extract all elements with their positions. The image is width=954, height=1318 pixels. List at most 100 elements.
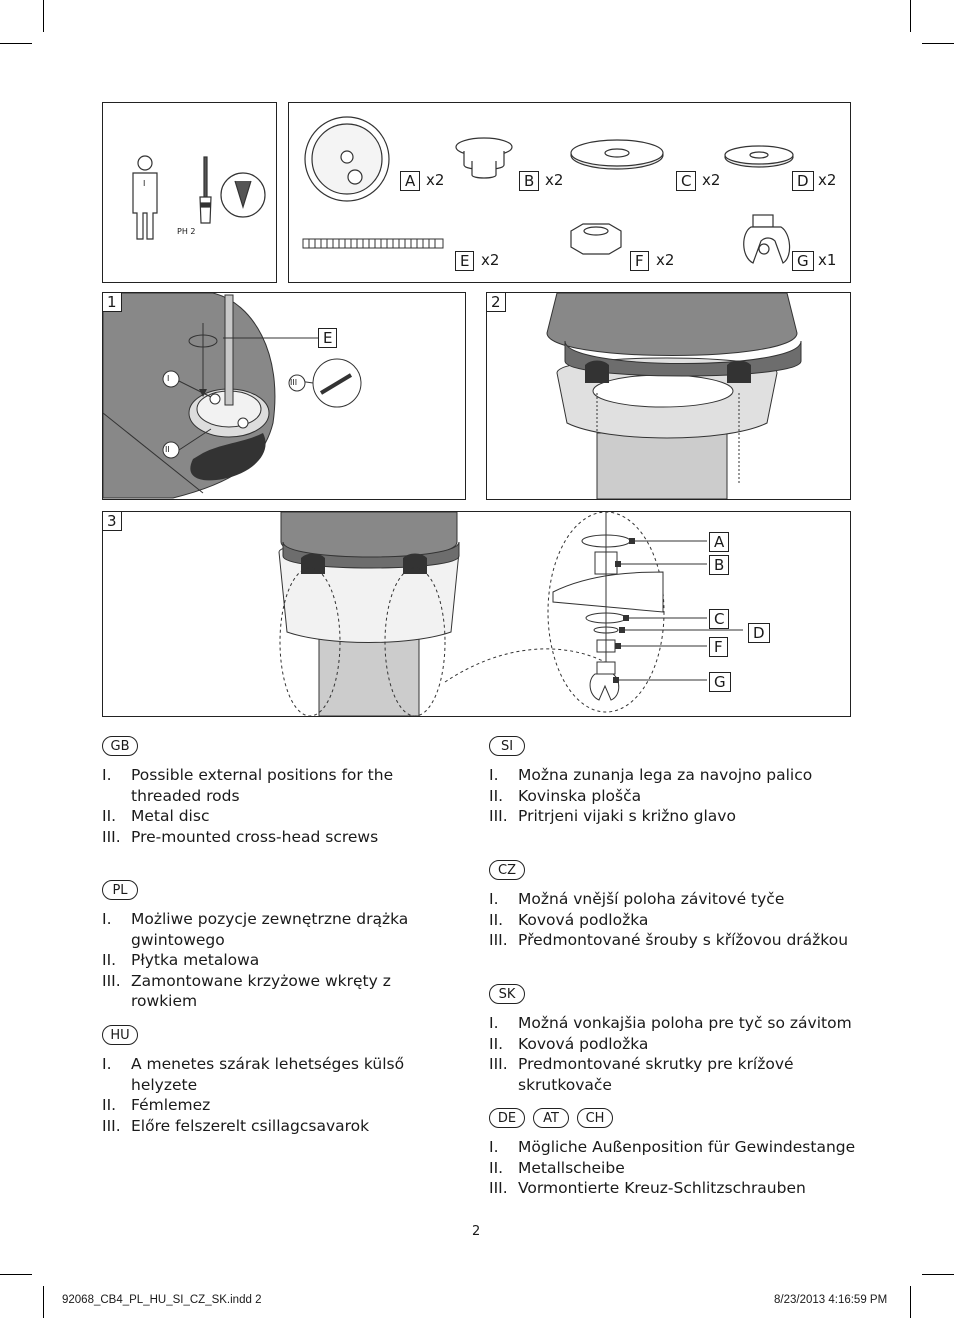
crop-mark xyxy=(43,1286,44,1318)
part-d-image xyxy=(724,145,794,168)
lang-badge: SI xyxy=(489,736,525,756)
tools-panel: I PH 2 xyxy=(102,102,277,283)
step-1-illustration xyxy=(103,293,362,499)
part-e-image xyxy=(302,238,444,249)
crop-mark xyxy=(922,1274,954,1275)
step-3-callout-c: C xyxy=(709,609,730,629)
step-3-callout-d: D xyxy=(748,623,770,643)
screwdriver-icon xyxy=(199,156,212,224)
lang-badges-gb: GB xyxy=(102,736,138,756)
step-2-illustration xyxy=(546,293,802,499)
step-3-callout-b: B xyxy=(709,555,730,575)
part-a-qty: x2 xyxy=(426,171,445,189)
lang-badge: PL xyxy=(102,880,138,900)
lang-badges-pl: PL xyxy=(102,880,138,900)
parts-illustration xyxy=(302,116,794,264)
list-item: I.Possible external positions for the th… xyxy=(102,766,394,805)
crop-mark xyxy=(0,1274,32,1275)
list-item: II.Kovová podložka xyxy=(489,910,649,929)
step-3-callout-a: A xyxy=(709,532,730,552)
list-item: II.Płytka metalowa xyxy=(102,951,260,969)
part-b-qty: x2 xyxy=(545,171,564,189)
page-number: 2 xyxy=(472,1224,481,1239)
screwdriver-tip-detail xyxy=(220,172,266,218)
part-c-label: C xyxy=(676,171,697,191)
list-item: III.Zamontowane krzyżowe wkręty z rowkie… xyxy=(102,971,391,1011)
list-item: I.Možna zunanja lega za navojno palico xyxy=(489,766,813,784)
lang-badge: HU xyxy=(102,1025,138,1045)
list-item: II.Kovinska plošča xyxy=(489,786,642,805)
lang-badges-cz: CZ xyxy=(489,860,525,880)
part-f-image xyxy=(570,223,622,255)
lang-badge: CH xyxy=(577,1108,613,1128)
screwdriver-label: PH 2 xyxy=(177,227,196,236)
part-b-image xyxy=(455,137,513,179)
step-3-callout-g: G xyxy=(709,672,731,692)
footer-file-name: 92068_CB4_PL_HU_SI_CZ_SK.indd 2 xyxy=(62,1294,262,1306)
list-item: I.Mögliche Außenposition für Gewindestan… xyxy=(489,1138,856,1156)
part-g-label: G xyxy=(792,251,814,271)
step-1-number: 1 xyxy=(103,293,122,312)
part-c-qty: x2 xyxy=(702,171,721,189)
crop-mark xyxy=(922,43,954,44)
crop-mark xyxy=(43,0,44,32)
person-icon xyxy=(132,155,158,240)
part-c-image xyxy=(570,139,664,170)
list-item: II.Metal disc xyxy=(102,807,210,825)
crop-mark xyxy=(910,1286,911,1318)
legend-list-hu: I.A menetes szárak lehetséges külső hely… xyxy=(102,1054,452,1136)
step-3-illustration xyxy=(278,512,743,716)
crop-mark xyxy=(0,43,32,44)
step-1-callout-e: E xyxy=(318,328,338,348)
part-g-image xyxy=(743,214,791,264)
list-item: III.Vormontierte Kreuz-Schlitzschrauben xyxy=(489,1179,806,1197)
legend-list-pl: I.Możliwe pozycje zewnętrzne drążka gwin… xyxy=(102,909,452,1012)
lang-badge: SK xyxy=(489,984,525,1004)
lang-badges-de-at-ch: DE AT CH xyxy=(489,1108,613,1128)
footer-timestamp: 8/23/2013 4:16:59 PM xyxy=(774,1294,888,1306)
list-item: II.Fémlemez xyxy=(102,1096,211,1114)
crop-mark xyxy=(910,0,911,32)
list-item: I.Możliwe pozycje zewnętrzne drążka gwin… xyxy=(102,910,409,949)
step-1-marker-i: I xyxy=(167,374,170,383)
list-item: I.Možná vonkajšia poloha pre tyč so závi… xyxy=(489,1014,852,1032)
list-item: I.Možná vnější poloha závitové tyče xyxy=(489,890,785,908)
person-label: I xyxy=(143,179,146,188)
step-2-number: 2 xyxy=(487,293,506,312)
part-e-label: E xyxy=(455,251,475,271)
lang-badges-hu: HU xyxy=(102,1025,138,1045)
list-item: III.Predmontované skrutky pre krížové sk… xyxy=(489,1055,794,1094)
lang-badges-si: SI xyxy=(489,736,525,756)
tools-illustration xyxy=(132,155,266,240)
step-1-marker-iii: III xyxy=(290,378,298,387)
lang-badge: CZ xyxy=(489,860,525,880)
parts-panel: A x2 B x2 C x2 D x2 E x2 F x2 G x1 xyxy=(288,102,851,283)
list-item: III.Pre-mounted cross-head screws xyxy=(102,827,379,846)
step-1-marker-ii: II xyxy=(165,445,170,454)
lang-badge: GB xyxy=(102,736,138,756)
step-2-panel: 2 xyxy=(486,292,851,500)
part-a-label: A xyxy=(400,171,421,191)
legend-list-cz: I.Možná vnější poloha závitové tyče II.K… xyxy=(489,889,864,951)
step-3-number: 3 xyxy=(103,512,122,531)
list-item: I.A menetes szárak lehetséges külső hely… xyxy=(102,1055,405,1094)
part-e-qty: x2 xyxy=(481,251,500,269)
lang-badge: DE xyxy=(489,1108,525,1128)
step-1-panel: 1 E I II III xyxy=(102,292,466,500)
list-item: II.Metallscheibe xyxy=(489,1158,625,1177)
part-d-qty: x2 xyxy=(818,171,837,189)
step-3-callout-f: F xyxy=(709,637,728,657)
step-3-panel: 3 A B C D F G xyxy=(102,511,851,717)
part-f-qty: x2 xyxy=(656,251,675,269)
legend-list-de: I.Mögliche Außenposition für Gewindestan… xyxy=(489,1137,864,1199)
list-item: III.Předmontované šrouby s křížovou dráž… xyxy=(489,931,849,949)
part-g-qty: x1 xyxy=(818,251,837,269)
part-f-label: F xyxy=(630,251,649,271)
list-item: III.Előre felszerelt csillagcsavarok xyxy=(102,1116,370,1135)
part-d-label: D xyxy=(792,171,814,191)
legend-list-sk: I.Možná vonkajšia poloha pre tyč so závi… xyxy=(489,1013,864,1095)
lang-badge: AT xyxy=(533,1108,569,1128)
list-item: III.Pritrjeni vijaki s križno glavo xyxy=(489,807,736,825)
lang-badges-sk: SK xyxy=(489,984,525,1004)
part-b-label: B xyxy=(519,171,540,191)
